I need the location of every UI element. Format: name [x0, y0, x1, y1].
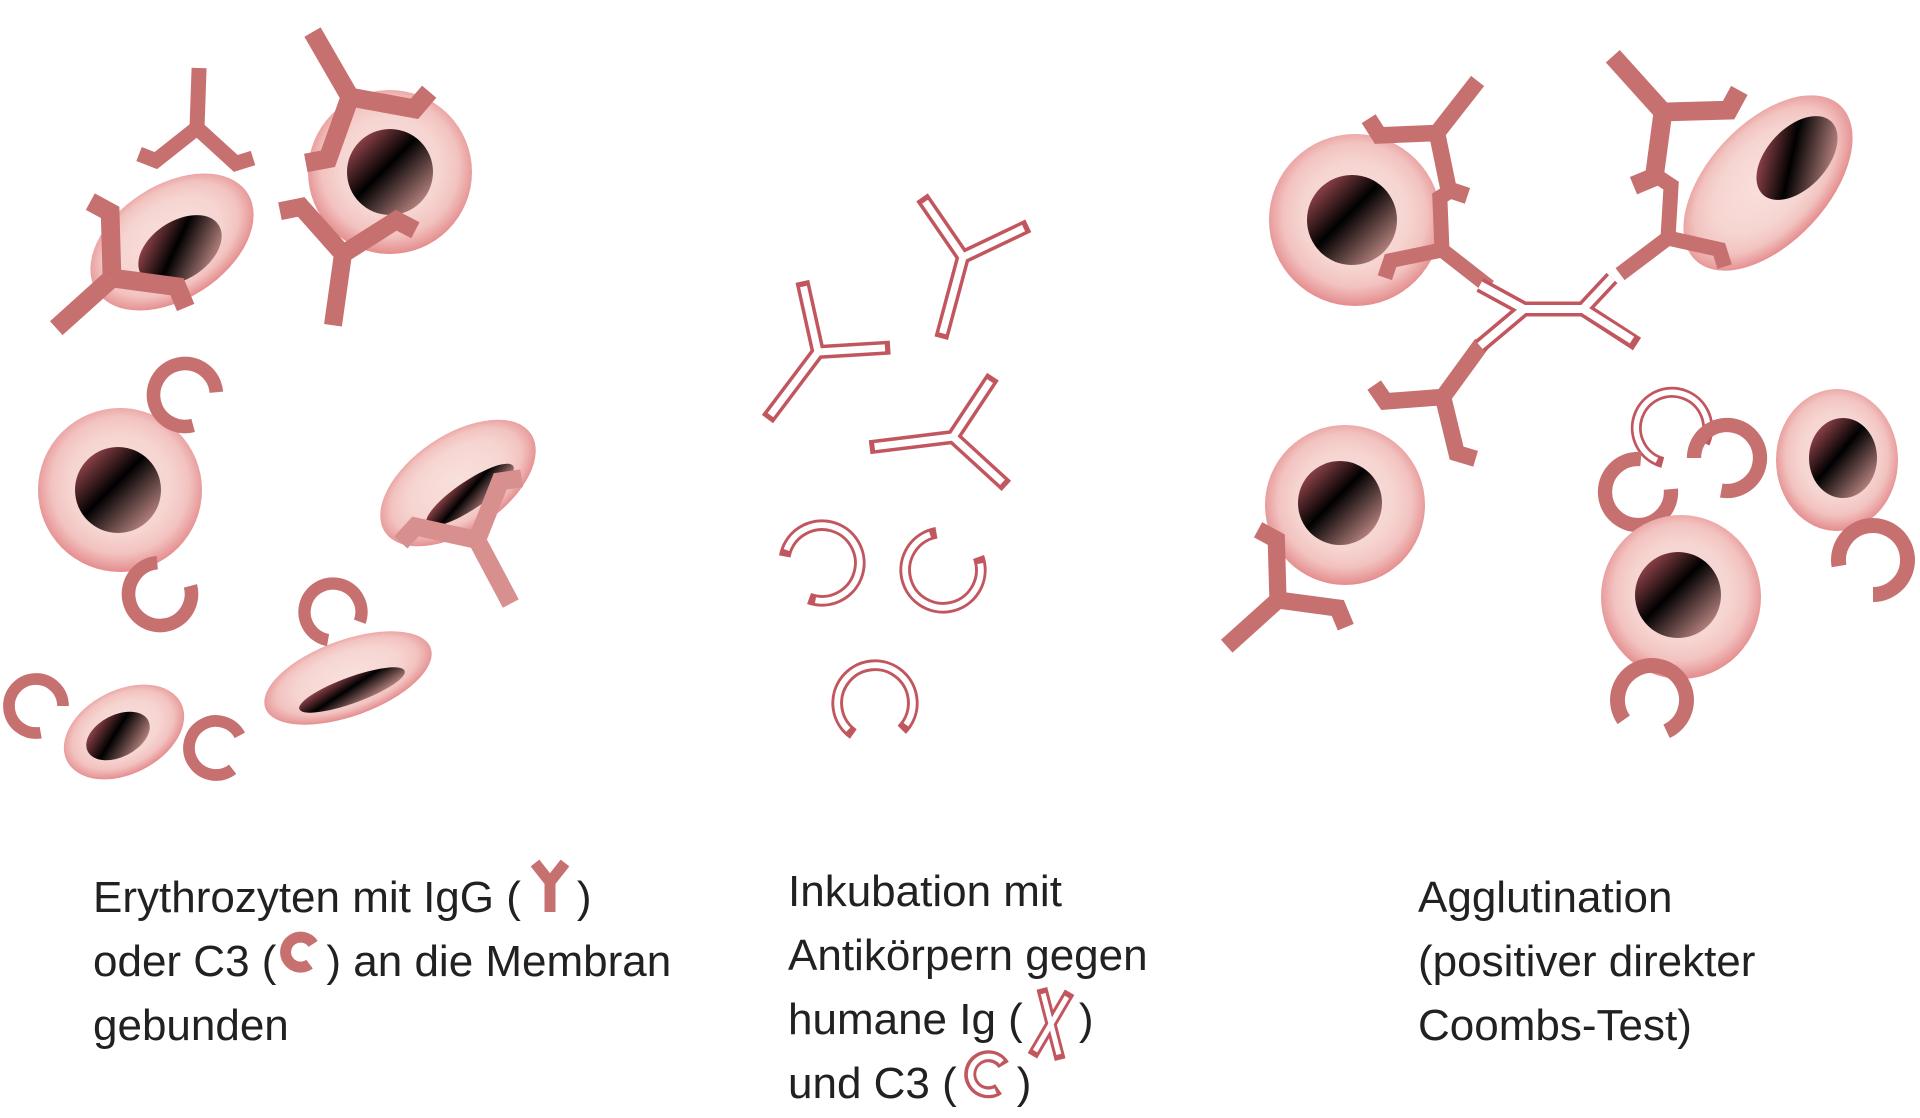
anti-human-ig-bridging-antibody-icon	[1475, 272, 1642, 352]
caption-step1-line3: gebunden	[93, 994, 671, 1058]
panel-sensitized-erythrocytes	[0, 0, 571, 798]
anti-c3-antibody-icon	[834, 662, 915, 735]
erythrocyte-round-4	[1265, 425, 1425, 585]
c3-complement-icon	[0, 668, 69, 740]
caption-text: )	[1016, 1059, 1032, 1108]
panel-agglutination	[1183, 9, 1920, 735]
c3-complement-icon	[294, 573, 369, 645]
erythrocyte-round-3	[1269, 134, 1441, 306]
c3-complement-icon	[1686, 412, 1773, 500]
erythrocyte-round-2	[38, 408, 202, 572]
erythrocyte-side-1	[380, 419, 536, 547]
caption-text: Inkubation mit	[788, 867, 1062, 916]
caption-step3-line1: Agglutination	[1418, 866, 1755, 930]
caption-text: ) an die Membran	[326, 937, 672, 986]
anti-c3-antibody-icon	[957, 1050, 1017, 1099]
erythrocyte-round-1	[308, 90, 472, 254]
caption-text: Antikörpern gegen	[788, 931, 1148, 980]
caption-step1-line1: Erythrozyten mit IgG ( )	[93, 859, 671, 930]
caption-step2-line4: und C3 ( )	[788, 1050, 1148, 1116]
anti-human-ig-antibody-icon	[724, 281, 891, 452]
caption-text: )	[1078, 995, 1094, 1044]
anti-c3-antibody-icon	[778, 511, 874, 610]
c3-complement-icon	[184, 716, 242, 779]
caption-step3-line3: Coombs-Test)	[1418, 994, 1755, 1058]
igg-antibody-icon	[139, 66, 256, 164]
caption-text: humane Ig (	[788, 995, 1023, 1044]
anti-c3-antibody-icon	[891, 526, 990, 622]
caption-step3: Agglutination (positiver direkter Coombs…	[1418, 866, 1755, 1058]
caption-text: Coombs-Test)	[1418, 1001, 1692, 1050]
erythrocyte-round-5	[1601, 515, 1761, 679]
caption-step3-line2: (positiver direkter	[1418, 930, 1755, 994]
caption-step1-line2: oder C3 ( ) an die Membran	[93, 930, 671, 994]
erythrocyte-round-6	[1776, 389, 1898, 531]
caption-step2-line1: Inkubation mit	[788, 860, 1148, 924]
erythrocyte-side-2	[264, 631, 432, 725]
caption-text: oder C3 (	[93, 937, 277, 986]
anti-human-ig-antibody-icon	[863, 377, 1006, 502]
caption-text: )	[576, 873, 592, 922]
caption-text: Agglutination	[1418, 873, 1673, 922]
caption-text: (positiver direkter	[1418, 937, 1756, 986]
caption-step2: Inkubation mit Antikörpern gegen humane …	[788, 860, 1148, 1116]
erythrocyte-oblique-2	[63, 684, 185, 780]
caption-text: gebunden	[93, 1001, 289, 1050]
igg-antibody-icon	[521, 859, 577, 912]
caption-step2-line3: humane Ig ( )	[788, 987, 1148, 1061]
erythrocyte-oblique-3	[1683, 95, 1853, 271]
caption-step2-line2: Antikörpern gegen	[788, 924, 1148, 988]
caption-text: Erythrozyten mit IgG (	[93, 873, 521, 922]
caption-text: und C3 (	[788, 1059, 957, 1108]
anti-human-ig-antibody-icon	[888, 197, 1028, 352]
anti-human-ig-antibody-icon	[1023, 987, 1079, 1061]
erythrocyte-oblique-1	[90, 173, 254, 311]
caption-step1: Erythrozyten mit IgG ( ) oder C3 ( ) an …	[93, 859, 671, 1058]
panel-reagent-antibodies	[724, 197, 1029, 735]
c3-complement-icon	[276, 931, 326, 976]
